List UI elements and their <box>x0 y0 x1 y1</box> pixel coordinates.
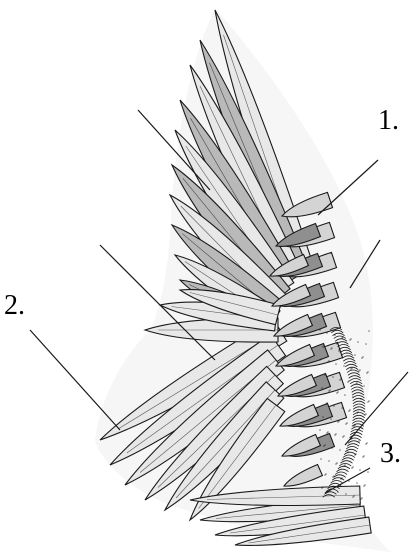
stipple-dot <box>332 476 334 478</box>
stipple-dot <box>324 374 326 376</box>
stipple-dot <box>339 449 341 451</box>
stipple-dot <box>326 432 328 434</box>
stipple-dot <box>351 467 353 469</box>
stipple-dot <box>347 381 349 383</box>
stipple-dot <box>333 405 335 407</box>
stipple-dot <box>352 496 354 498</box>
stipple-dot <box>337 491 339 493</box>
stipple-dot <box>325 403 327 405</box>
stipple-dot <box>340 478 342 480</box>
stipple-dot <box>334 334 336 336</box>
stipple-dot <box>338 350 340 352</box>
stipple-dot <box>358 370 360 372</box>
stipple-dot <box>339 379 341 381</box>
stipple-dot <box>357 341 359 343</box>
stipple-dot <box>327 361 329 363</box>
stipple-dot <box>349 339 351 341</box>
stipple-dot <box>353 425 355 427</box>
stipple-dot <box>367 471 369 473</box>
stipple-dot <box>341 407 343 409</box>
stipple-dot <box>322 416 324 418</box>
stipple-dot <box>345 493 347 495</box>
stipple-dot <box>328 390 330 392</box>
stipple-dot <box>341 337 343 339</box>
stipple-dot <box>360 398 362 400</box>
stipple-dot <box>326 332 328 334</box>
stipple-dot <box>348 410 350 412</box>
stipple-dot <box>359 469 361 471</box>
stipple-dot <box>352 396 354 398</box>
stipple-dot <box>356 482 358 484</box>
stipple-dot <box>365 443 367 445</box>
stipple-dot <box>323 445 325 447</box>
stipple-dot <box>319 429 321 431</box>
stipple-dot <box>368 330 370 332</box>
stipple-dot <box>358 440 360 442</box>
stipple-dot <box>321 487 323 489</box>
stipple-dot <box>331 447 333 449</box>
label-coverts: 3. <box>380 440 401 468</box>
stipple-dot <box>361 427 363 429</box>
stipple-dot <box>350 368 352 370</box>
stipple-dot <box>343 465 345 467</box>
stipple-dot <box>354 454 356 456</box>
stipple-dot <box>363 385 365 387</box>
stipple-dot <box>367 401 369 403</box>
stipple-dot <box>364 414 366 416</box>
stipple-dot <box>330 348 332 350</box>
stipple-dot <box>346 352 348 354</box>
stipple-dot <box>335 463 337 465</box>
stipple-dot <box>361 357 363 359</box>
stipple-dot <box>356 412 358 414</box>
leader-line-2 <box>30 330 120 430</box>
stipple-dot <box>366 372 368 374</box>
stipple-dot <box>355 383 357 385</box>
stipple-dot <box>322 346 324 348</box>
stipple-dot <box>363 485 365 487</box>
stipple-dot <box>360 498 362 500</box>
stipple-dot <box>328 460 330 462</box>
label-primaries: 1. <box>378 107 399 135</box>
stipple-dot <box>337 421 339 423</box>
stipple-dot <box>343 365 345 367</box>
stipple-dot <box>345 423 347 425</box>
stipple-dot <box>347 451 349 453</box>
stipple-dot <box>332 376 334 378</box>
stipple-dot <box>319 359 321 361</box>
stipple-dot <box>336 392 338 394</box>
stipple-dot <box>320 458 322 460</box>
stipple-dot <box>365 343 367 345</box>
stipple-dot <box>324 474 326 476</box>
stipple-dot <box>344 394 346 396</box>
stipple-dot <box>330 418 332 420</box>
stipple-dot <box>334 434 336 436</box>
stipple-dot <box>335 363 337 365</box>
stipple-dot <box>319 329 321 331</box>
stipple-dot <box>342 436 344 438</box>
label-secondaries: 2. <box>4 292 25 320</box>
stipple-dot <box>321 387 323 389</box>
stipple-dot <box>362 456 364 458</box>
stipple-dot <box>354 354 356 356</box>
